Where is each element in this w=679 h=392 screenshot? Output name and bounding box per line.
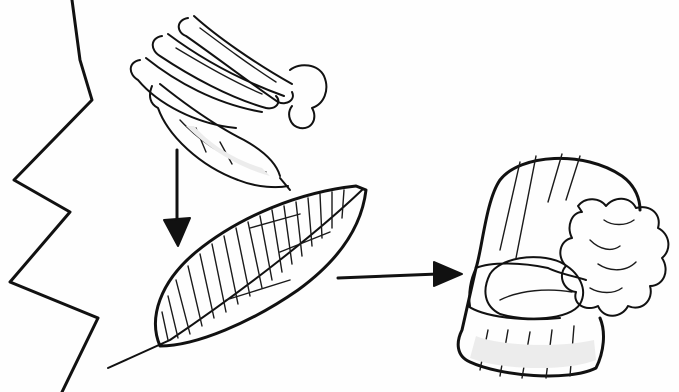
jagged-edge — [10, 0, 98, 392]
arrow-down — [164, 150, 190, 246]
banana-bunch-icon — [131, 16, 327, 190]
wrapped-package-icon — [458, 154, 668, 378]
arrow-right — [338, 262, 462, 286]
leaf-icon — [108, 186, 366, 368]
